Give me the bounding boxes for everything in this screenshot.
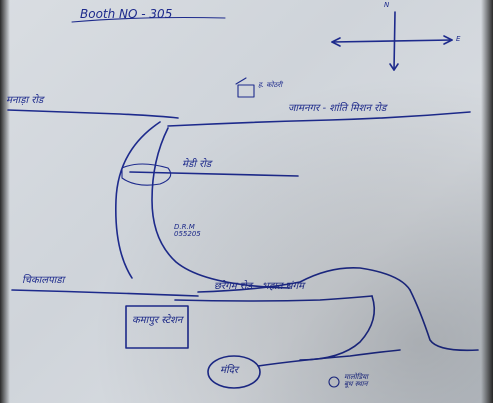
road-right-lower xyxy=(409,289,479,352)
road-right-inner xyxy=(299,295,376,361)
road-left-horizontal xyxy=(11,289,199,297)
road-inner-curve xyxy=(151,127,291,289)
road-label-top-right: जामनगर - शांति मिशन रोड xyxy=(288,103,387,114)
road-label-left: चिकालपाडा xyxy=(22,275,65,286)
station-box xyxy=(125,305,189,349)
compass-north: N xyxy=(384,1,390,9)
road-top-left xyxy=(7,109,179,119)
photo-edge-right xyxy=(481,0,493,403)
road-left-curve xyxy=(115,121,161,279)
road-bottom-right xyxy=(257,349,401,367)
compass-east: E xyxy=(456,35,461,43)
booth-circle-marker xyxy=(328,376,340,388)
landmark-mark xyxy=(235,77,247,85)
road-mid xyxy=(129,171,299,177)
booth-header: Booth NO - 305 xyxy=(80,7,173,21)
booth-id-label: D.R.M 055205 xyxy=(174,223,201,238)
temple-oval xyxy=(207,355,261,389)
temple-label: मंदिर xyxy=(220,365,238,376)
landmark-label: ह. कोठरी xyxy=(258,81,283,89)
road-label-top-left: मनाड़ा रोड xyxy=(6,95,44,106)
road-bottom xyxy=(197,266,411,293)
road-bottom-lower xyxy=(174,295,373,302)
booth-note-label: मालोडिया बूथ स्थान xyxy=(344,373,368,388)
road-top-right xyxy=(167,111,471,127)
station-label: कमापुर स्टेशन xyxy=(132,315,183,326)
header-underline xyxy=(71,16,226,23)
road-label-mid: मेडी रोड xyxy=(182,159,212,170)
photo-edge-left xyxy=(0,0,10,403)
road-mid-loop xyxy=(121,163,172,186)
landmark-box xyxy=(237,84,255,98)
compass-icon xyxy=(331,11,453,71)
road-label-bottom: छरेगम रोड - भहात संगम xyxy=(214,281,305,292)
